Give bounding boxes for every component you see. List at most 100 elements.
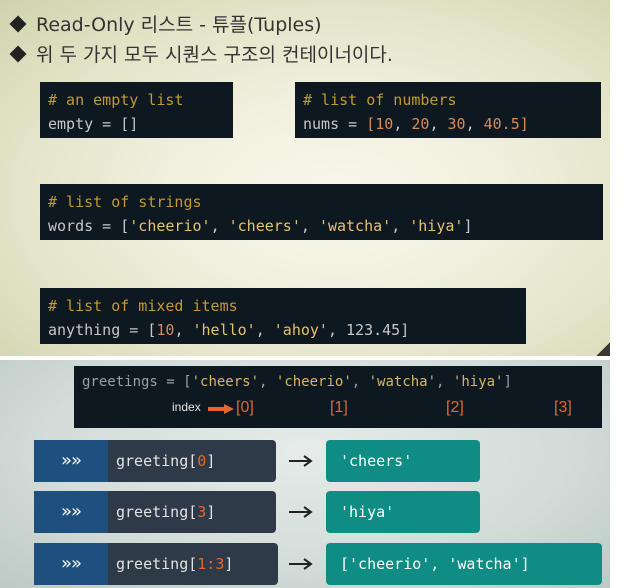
separator: , bbox=[259, 374, 276, 390]
bullet-text-2: 위 두 가지 모두 시퀀스 구조의 컨테이너이다. bbox=[36, 44, 393, 66]
close-bracket: ] bbox=[400, 321, 410, 339]
separator: , bbox=[255, 321, 274, 339]
variable-name: nums bbox=[303, 115, 340, 133]
list-value: 40.5 bbox=[483, 115, 520, 133]
index-expression: greeting[0] bbox=[108, 440, 276, 482]
diamond-bullet-icon bbox=[9, 45, 27, 62]
separator: , bbox=[210, 217, 229, 235]
separator: , bbox=[300, 217, 319, 235]
code-comment: # list of mixed items bbox=[48, 297, 238, 315]
list-value: 20 bbox=[411, 115, 430, 133]
bullet-line-1: Read-Only 리스트 - 튜플(Tuples) bbox=[6, 10, 322, 37]
separator: , bbox=[429, 115, 448, 133]
bullet-text-1: Read-Only 리스트 - 튜플(Tuples) bbox=[36, 14, 322, 36]
assign-operator: = bbox=[157, 374, 184, 390]
python-prompt: »» bbox=[34, 543, 108, 585]
open-bracket: [ bbox=[120, 217, 130, 235]
list-value: 'cheerio' bbox=[275, 374, 352, 390]
variable-name: greetings bbox=[82, 374, 158, 390]
code-comment: # an empty list bbox=[48, 91, 184, 109]
slice-expression: greeting[1:3] bbox=[108, 543, 278, 585]
list-value: 'cheerio' bbox=[129, 217, 211, 235]
code-line: empty = [] bbox=[48, 112, 225, 136]
open-bracket: [ bbox=[188, 503, 198, 521]
python-prompt: »» bbox=[34, 491, 108, 533]
code-box-numbers: # list of numbers nums = [10, 20, 30, 40.… bbox=[295, 82, 601, 138]
code-comment: # list of numbers bbox=[303, 91, 457, 109]
right-arrow-icon bbox=[289, 455, 313, 467]
lists-slide: Read-Only 리스트 - 튜플(Tuples) 위 두 가지 모두 시퀀스… bbox=[0, 0, 610, 356]
result-value: 'hiya' bbox=[326, 491, 480, 533]
close-bracket: ] bbox=[206, 503, 216, 521]
close-bracket: ] bbox=[519, 115, 529, 133]
open-bracket: [ bbox=[183, 374, 192, 390]
expression-name: greeting bbox=[116, 503, 189, 521]
code-line: anything = [10, 'hello', 'ahoy', 123.45] bbox=[48, 318, 518, 342]
list-value: 10 bbox=[375, 115, 394, 133]
list-value: 'ahoy' bbox=[273, 321, 328, 339]
close-bracket: ] bbox=[224, 555, 234, 573]
separator: , bbox=[436, 374, 453, 390]
assign-operator: = bbox=[120, 321, 148, 339]
empty-brackets: [] bbox=[120, 115, 139, 133]
separator: , bbox=[174, 321, 193, 339]
list-value: 'watcha' bbox=[318, 217, 392, 235]
index-label: index bbox=[172, 400, 201, 414]
assign-operator: = bbox=[93, 217, 121, 235]
indexing-slide: greetings = ['cheers', 'cheerio', 'watch… bbox=[0, 360, 610, 588]
variable-name: words bbox=[48, 217, 94, 235]
diamond-bullet-icon bbox=[9, 15, 27, 32]
expression-name: greeting bbox=[116, 555, 189, 573]
index-marker: [3] bbox=[554, 399, 572, 416]
list-value: 'cheers' bbox=[191, 374, 260, 390]
close-bracket: ] bbox=[463, 217, 473, 235]
greetings-code-line: greetings = ['cheers', 'cheerio', 'watch… bbox=[82, 374, 512, 390]
index-value: 3 bbox=[197, 503, 207, 521]
separator: , bbox=[465, 115, 484, 133]
open-bracket: [ bbox=[188, 555, 198, 573]
index-marker: [2] bbox=[446, 399, 464, 416]
slice-value: 1:3 bbox=[197, 555, 225, 573]
code-line: nums = [10, 20, 30, 40.5] bbox=[303, 112, 593, 136]
list-value: 'watcha' bbox=[368, 374, 437, 390]
variable-name: empty bbox=[48, 115, 94, 133]
variable-name: anything bbox=[48, 321, 121, 339]
open-bracket: [ bbox=[188, 452, 198, 470]
list-value: 'cheers' bbox=[228, 217, 301, 235]
code-box-mixed: # list of mixed items anything = [10, 'he… bbox=[40, 288, 526, 344]
result-value: 'cheers' bbox=[326, 440, 480, 482]
index-value: 0 bbox=[197, 452, 207, 470]
right-arrow-icon bbox=[289, 558, 313, 570]
separator: , bbox=[327, 321, 347, 339]
assign-operator: = bbox=[339, 115, 367, 133]
list-value: 30 bbox=[447, 115, 466, 133]
code-comment: # list of strings bbox=[48, 193, 202, 211]
list-value: 'hiya' bbox=[409, 217, 464, 235]
assign-operator: = bbox=[93, 115, 121, 133]
greetings-code-box: greetings = ['cheers', 'cheerio', 'watch… bbox=[74, 366, 602, 428]
code-line: words = ['cheerio', 'cheers', 'watcha', … bbox=[48, 214, 595, 238]
list-value: 123.45 bbox=[346, 321, 401, 339]
bullet-line-2: 위 두 가지 모두 시퀀스 구조의 컨테이너이다. bbox=[6, 40, 393, 67]
list-value: 10 bbox=[156, 321, 175, 339]
separator: , bbox=[351, 374, 369, 390]
code-box-empty-list: # an empty list empty = [] bbox=[40, 82, 233, 138]
separator: , bbox=[391, 217, 410, 235]
right-arrow-icon bbox=[289, 506, 313, 518]
code-box-strings: # list of strings words = ['cheerio', 'ch… bbox=[40, 184, 603, 240]
result-value: ['cheerio', 'watcha'] bbox=[326, 543, 602, 585]
expression-name: greeting bbox=[116, 452, 189, 470]
close-bracket: ] bbox=[206, 452, 216, 470]
index-marker: [1] bbox=[330, 399, 348, 416]
open-bracket: [ bbox=[366, 115, 376, 133]
list-value: 'hiya' bbox=[452, 374, 504, 390]
index-expression: greeting[3] bbox=[108, 491, 276, 533]
list-value: 'hello' bbox=[192, 321, 256, 339]
close-bracket: ] bbox=[503, 374, 512, 390]
right-arrow-icon bbox=[208, 404, 234, 414]
python-prompt: »» bbox=[34, 440, 108, 482]
index-marker: [0] bbox=[236, 399, 254, 416]
open-bracket: [ bbox=[147, 321, 157, 339]
slide-divider bbox=[0, 356, 610, 360]
